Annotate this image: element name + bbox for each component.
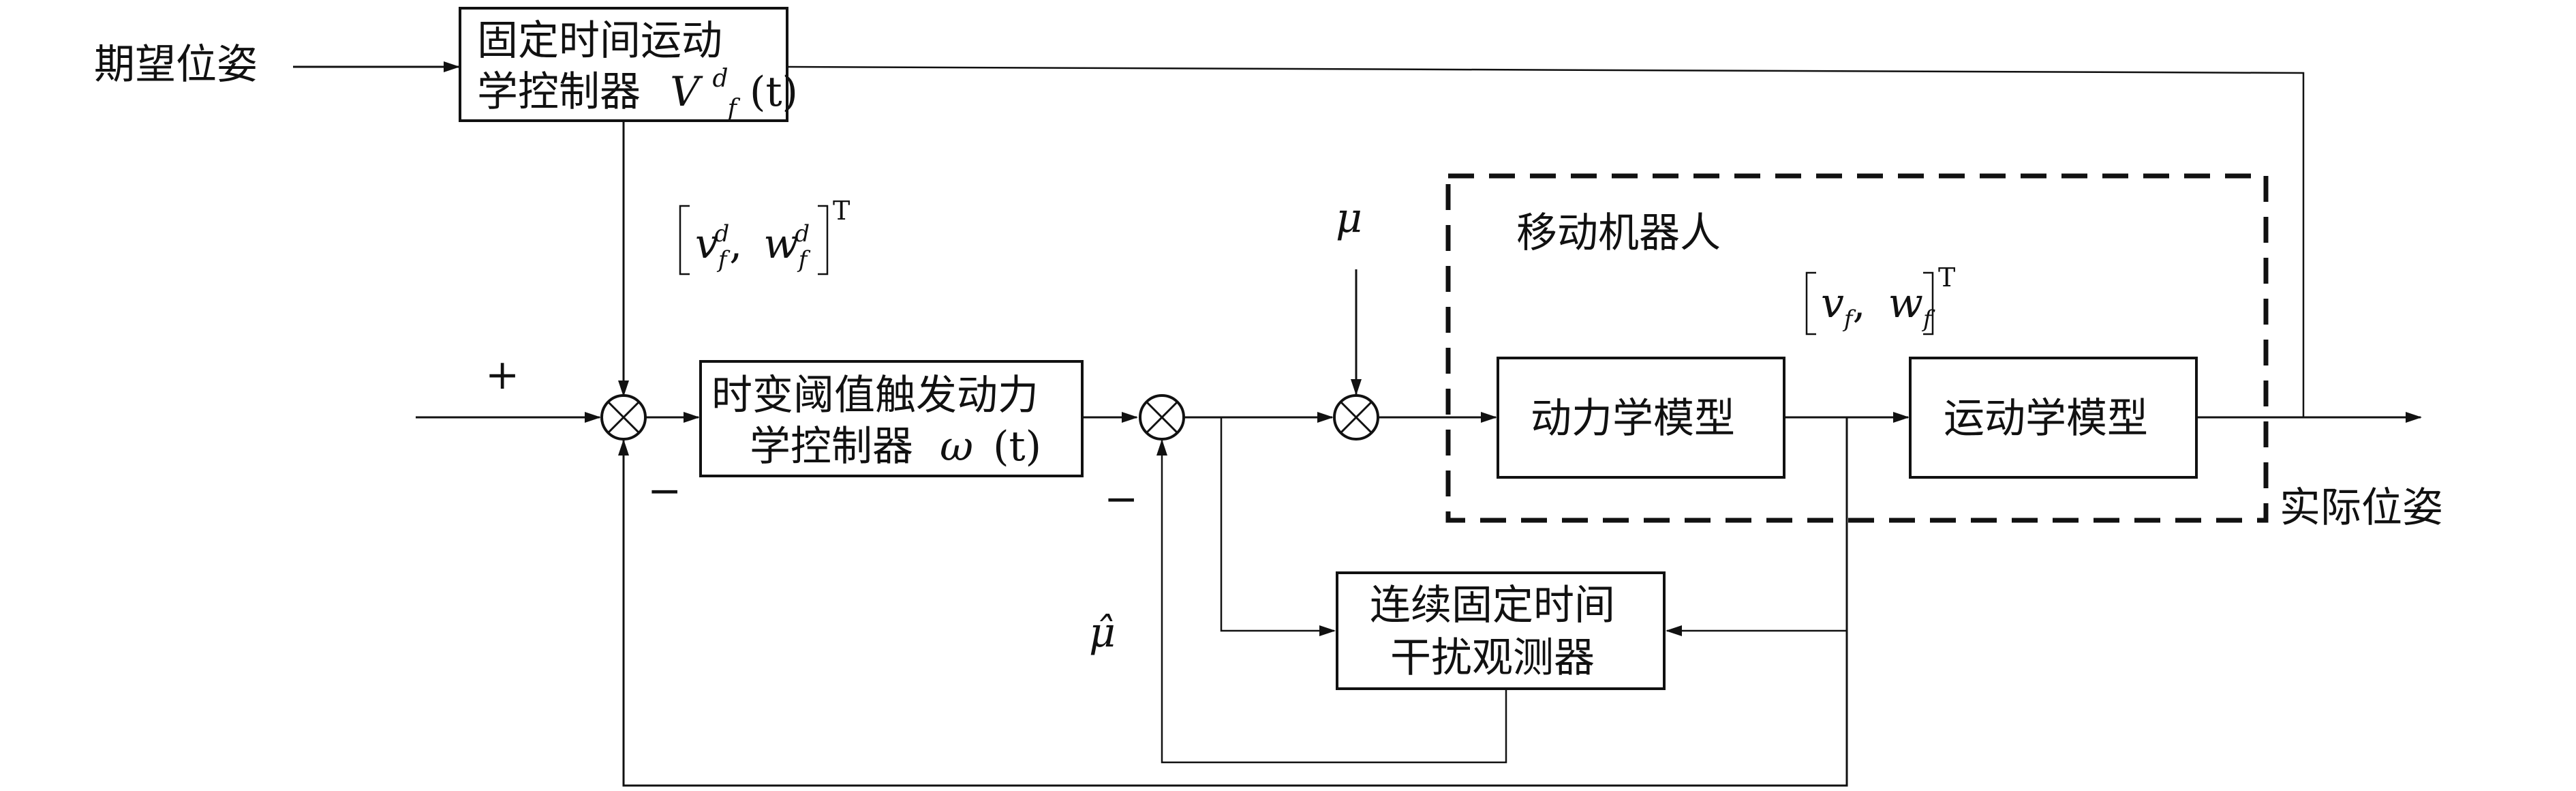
mobile-robot-group [1445, 173, 2269, 523]
reference-velocity-label: vfd, wfd T [679, 196, 850, 275]
kinematic-model-block[interactable] [1909, 357, 2198, 479]
svg-text:T: T [833, 196, 850, 226]
disturbance-estimate-label: μ̂ [1089, 609, 1116, 657]
summing-junction-2 [1139, 394, 1185, 441]
dynamic-model-block[interactable] [1497, 357, 1785, 479]
minus-sign-2: − [1104, 475, 1138, 523]
disturbance-observer-block[interactable] [1336, 571, 1666, 690]
dynamic-controller-block[interactable] [699, 360, 1084, 477]
plus-sign: + [485, 351, 519, 399]
kinematic-controller-line2: 学控制器 V d f (t) [477, 49, 798, 127]
velocity-feedback-wire [618, 417, 1848, 787]
pose-feed-line [786, 65, 2305, 417]
dynamic-controller-line2: 学控制器 ω (t) [750, 423, 1041, 471]
input-label: 期望位姿 [94, 41, 258, 89]
observer-line1: 连续固定时间 [1370, 582, 1615, 629]
actual-velocity-label: vf, wf T [1805, 263, 1955, 335]
disturbance-label: μ [1336, 194, 1362, 242]
summing-junction-1 [600, 394, 647, 441]
dynamic-model-label: 动力学模型 [1531, 395, 1735, 443]
svg-text:T: T [1938, 263, 1955, 293]
minus-sign-1: − [647, 467, 681, 515]
summing-junction-3 [1333, 394, 1379, 441]
kinematic-model-label: 运动学模型 [1944, 395, 2148, 443]
disturbance-estimate-wire [1156, 439, 1507, 764]
output-label: 实际位姿 [2280, 484, 2443, 532]
dynamic-controller-line1: 时变阈值触发动力 [711, 372, 1039, 419]
kinematic-controller-line1: 固定时间运动 [477, 17, 722, 65]
observer-control-input-wire [1220, 417, 1336, 636]
svg-text:vfd, wfd: vfd, wfd [695, 220, 811, 273]
svg-text:vf, wf: vf, wf [1821, 280, 1935, 333]
kinematic-controller-block[interactable] [459, 7, 788, 122]
observer-line2: 干扰观测器 [1390, 634, 1595, 682]
mobile-robot-label: 移动机器人 [1516, 209, 1721, 257]
